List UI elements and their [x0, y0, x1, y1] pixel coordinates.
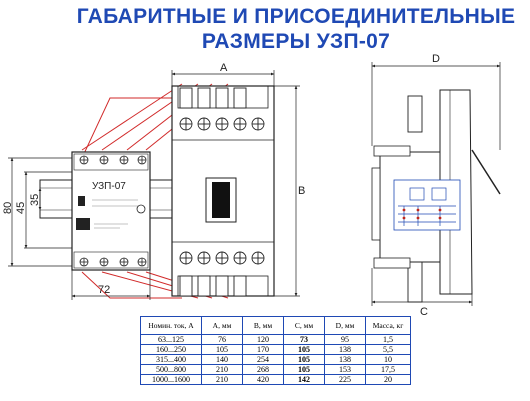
table-cell: 315...400: [140, 354, 202, 365]
table-cell: 10: [365, 354, 411, 365]
terminal-screws-top: [79, 155, 147, 165]
table-cell: 1000...1600: [140, 374, 202, 385]
table-header: Масса, кг: [365, 316, 411, 335]
table-cell: 153: [324, 364, 366, 375]
table-cell: 210: [201, 374, 243, 385]
table-row: 500...800 210 268 105 153 17,5: [140, 364, 411, 375]
top-terminals: [179, 87, 247, 109]
title-line-1: ГАБАРИТНЫЕ И ПРИСОЕДИНИТЕЛЬНЫЕ: [76, 5, 516, 28]
table-cell: 140: [201, 354, 243, 365]
table-cell: 138: [324, 354, 366, 365]
top-screws: [179, 117, 265, 131]
side-handle: [471, 149, 501, 195]
title-line-2: РАЗМЕРЫ УЗП-07: [201, 30, 391, 53]
table-cell: 5,5: [365, 344, 411, 355]
table-cell: 170: [242, 344, 284, 355]
table-cell: 420: [242, 374, 284, 385]
rail-clip: [371, 167, 381, 241]
dim-c: C: [420, 306, 428, 318]
terminal-screws-bottom: [79, 257, 147, 267]
table-cell: 95: [324, 334, 366, 345]
table-cell: 73: [283, 334, 325, 345]
table-header: C, мм: [283, 316, 325, 335]
table-cell: 105: [283, 364, 325, 375]
table-row: 63...125 76 120 73 95 1,5: [140, 334, 411, 345]
side-dimensions: [371, 62, 501, 306]
bottom-terminals: [179, 275, 247, 297]
front-view-main: [171, 85, 275, 297]
table-cell: 210: [201, 364, 243, 375]
top-lug: [407, 95, 423, 133]
table-cell: 268: [242, 364, 284, 375]
bottom-screws: [179, 251, 265, 265]
table-cell: 160...250: [140, 344, 202, 355]
dimensions-table: Номин. ток, А A, мм B, мм C, мм D, мм Ма…: [140, 316, 411, 385]
table-cell: 225: [324, 374, 366, 385]
dim-d: D: [432, 53, 440, 65]
breaker-handle: [212, 182, 230, 218]
table-header: A, мм: [201, 316, 243, 335]
front-view-small: УЗП-07: [39, 151, 181, 271]
table-header: Номин. ток, А: [140, 316, 202, 335]
table-cell: 120: [242, 334, 284, 345]
logo-mark: [76, 218, 90, 230]
table-cell: 1,5: [365, 334, 411, 345]
table-cell: 105: [201, 344, 243, 355]
left-dimensions: [8, 157, 151, 300]
device-label: УЗП-07: [92, 181, 126, 192]
dim-72: 72: [98, 284, 110, 296]
table-row: 1000...1600 210 420 142 225 20: [140, 374, 411, 385]
table-header: B, мм: [242, 316, 284, 335]
table-cell: 138: [324, 344, 366, 355]
test-button: [136, 204, 146, 214]
table-cell: 105: [283, 344, 325, 355]
table-cell: 17,5: [365, 364, 411, 375]
dim-b: B: [298, 185, 305, 197]
side-view: [371, 89, 501, 303]
table-cell: 500...800: [140, 364, 202, 375]
table-cell: 105: [283, 354, 325, 365]
dim-35: 35: [29, 194, 41, 206]
device-body: [71, 151, 151, 271]
table-cell: 254: [242, 354, 284, 365]
table-row: 160...250 105 170 105 138 5,5: [140, 344, 411, 355]
dim-45: 45: [15, 202, 27, 214]
table-cell: 20: [365, 374, 411, 385]
table-row: 315...400 140 254 105 138 10: [140, 354, 411, 365]
table-header: D, мм: [324, 316, 366, 335]
main-dimensions: [171, 70, 300, 297]
schematic-contacts: [402, 208, 442, 220]
dim-a: A: [220, 62, 228, 74]
dim-80: 80: [2, 202, 14, 214]
indicator: [78, 196, 85, 206]
table-cell: 63...125: [140, 334, 202, 345]
table-cell: 142: [283, 374, 325, 385]
table-header-row: Номин. ток, А A, мм B, мм C, мм D, мм Ма…: [140, 316, 411, 335]
table-cell: 76: [201, 334, 243, 345]
